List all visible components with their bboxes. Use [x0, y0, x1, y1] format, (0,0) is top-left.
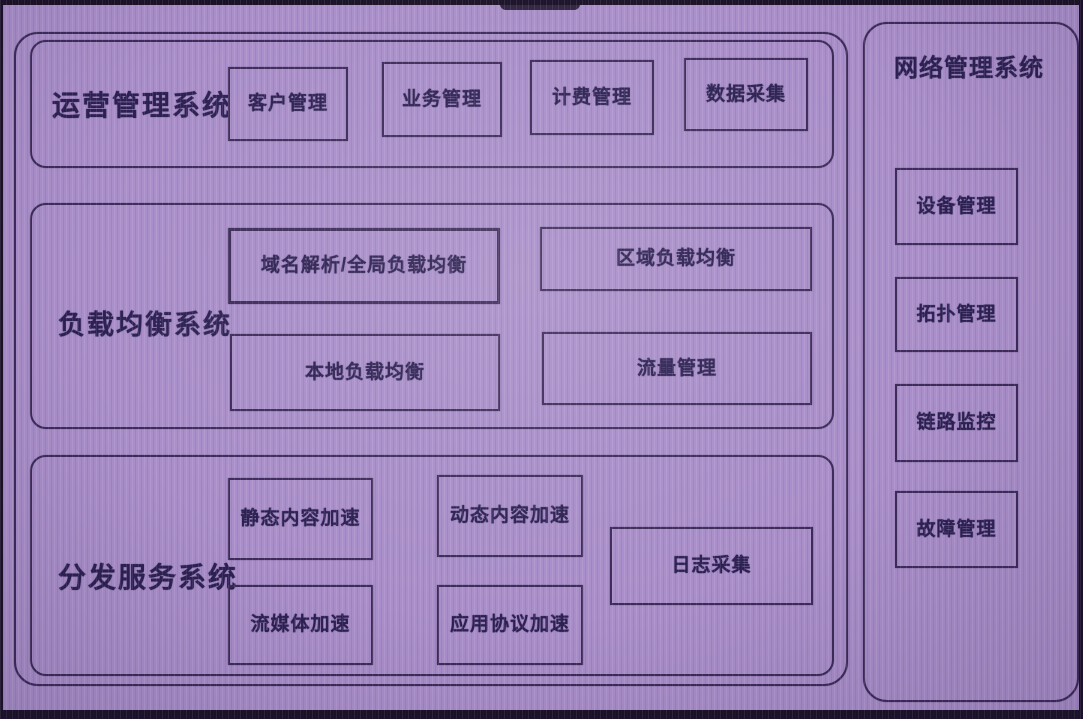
section-label-network-management: 网络管理系统	[894, 55, 1044, 82]
box-business-management: 业务管理	[382, 62, 502, 137]
cdn-system-panel	[14, 32, 848, 686]
section-label-operations-management: 运营管理系统	[52, 90, 233, 121]
box-log-collection: 日志采集	[610, 527, 813, 605]
box-dynamic-content-acceleration: 动态内容加速	[437, 475, 583, 557]
box-app-protocol-acceleration: 应用协议加速	[437, 585, 583, 665]
box-static-content-acceleration: 静态内容加速	[228, 478, 373, 560]
section-label-distribution-service: 分发服务系统	[58, 562, 239, 593]
box-fault-management: 故障管理	[895, 491, 1018, 568]
section-operations-management	[30, 40, 834, 168]
photo-edge-right	[1079, 0, 1083, 719]
box-dns-global-load-balancing: 域名解析/全局负载均衡	[228, 228, 500, 304]
section-label-load-balancing: 负载均衡系统	[58, 310, 232, 340]
box-topology-management: 拓扑管理	[895, 277, 1018, 352]
box-regional-load-balancing: 区域负载均衡	[540, 227, 812, 291]
box-traffic-management: 流量管理	[542, 332, 812, 405]
box-streaming-media-acceleration: 流媒体加速	[228, 585, 373, 665]
section-load-balancing	[30, 203, 834, 429]
box-link-monitoring: 链路监控	[895, 384, 1018, 462]
photo-edge-left	[0, 0, 3, 719]
box-data-collection: 数据采集	[684, 58, 808, 131]
section-distribution-service	[30, 455, 834, 676]
box-customer-management: 客户管理	[228, 67, 348, 141]
photo-edge-bottom	[0, 710, 1083, 719]
box-local-load-balancing: 本地负载均衡	[230, 334, 500, 411]
network-management-panel	[863, 22, 1079, 702]
box-device-management: 设备管理	[895, 168, 1018, 245]
photo-edge-smudge	[500, 0, 580, 10]
box-billing-management: 计费管理	[530, 60, 654, 135]
